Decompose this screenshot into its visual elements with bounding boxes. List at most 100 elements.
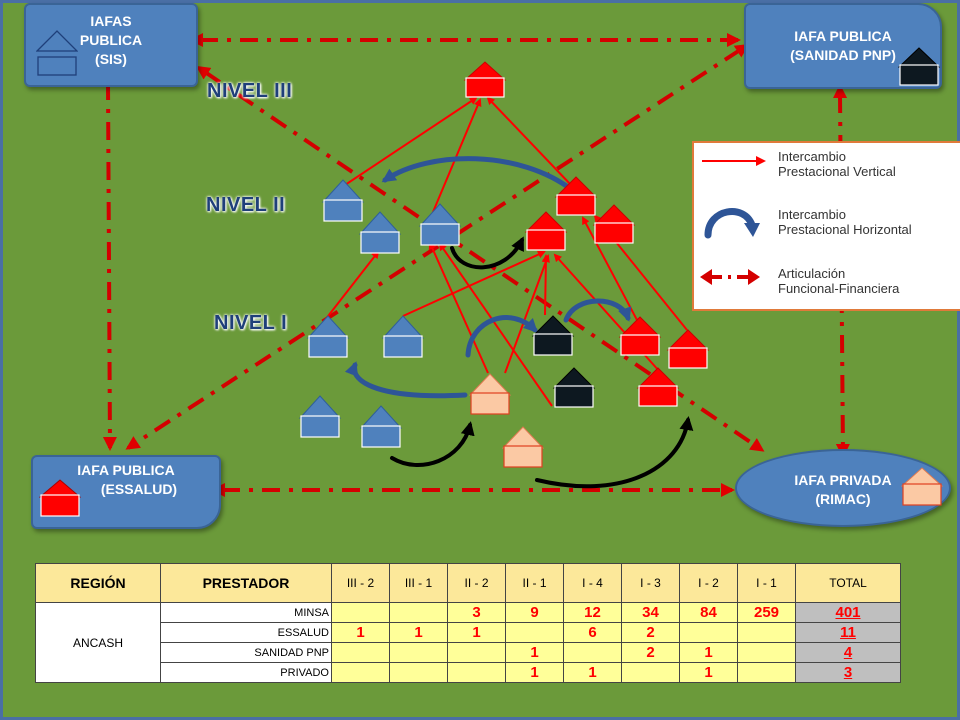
value-cell: 34 <box>621 602 680 623</box>
facility-minsa-i <box>359 405 403 448</box>
entity-rimac: IAFA PRIVADA (RIMAC) <box>735 449 951 527</box>
table-row-minsa: ANCASH MINSA 3 9 12 34 84 259 401 <box>35 602 901 683</box>
legend: Intercambio Prestacional Vertical Interc… <box>692 141 960 311</box>
vert-arrow <box>344 96 478 186</box>
header-prestador: PRESTADOR <box>160 563 332 603</box>
level-label-iii: NIVEL III <box>207 80 293 102</box>
header-ii-1: II - 1 <box>505 563 564 603</box>
legend-horizontal-label: Intercambio Prestacional Horizontal <box>778 207 912 237</box>
entity-pnp: IAFA PUBLICA (SANIDAD PNP) <box>744 3 942 89</box>
facility-essalud-i <box>636 367 680 407</box>
entity-sis-line3: (SIS) <box>95 51 127 67</box>
entity-pnp-line1: IAFA PUBLICA <box>794 28 892 44</box>
table-row-essalud: ESSALUD 1 1 1 6 2 11 <box>36 622 901 643</box>
facility-pnp-i <box>552 367 596 408</box>
black-arrow <box>390 421 475 468</box>
header-i-1: I - 1 <box>737 563 796 603</box>
legend-vertical-icon <box>702 156 766 166</box>
horiz-arrow <box>563 298 632 323</box>
value-cell <box>389 642 448 663</box>
value-cell: 1 <box>447 622 506 643</box>
value-cell <box>331 662 390 683</box>
privado-house-icon <box>901 467 943 506</box>
facility-minsa-i <box>298 395 342 438</box>
fin-arrow-sis-essalud <box>101 71 117 451</box>
header-iii-1: III - 1 <box>389 563 448 603</box>
facility-minsa-ii <box>418 203 462 246</box>
value-cell <box>737 662 796 683</box>
facility-essalud-iii <box>463 61 507 98</box>
value-cell: 1 <box>331 622 390 643</box>
value-cell: 12 <box>563 602 622 623</box>
header-i-2: I - 2 <box>679 563 738 603</box>
region-cell: ANCASH <box>35 602 161 683</box>
value-cell <box>621 662 680 683</box>
facility-minsa-ii <box>321 179 365 222</box>
facility-essalud-ii <box>554 176 598 216</box>
vert-arrow <box>324 250 380 321</box>
entity-pnp-line2: (SANIDAD PNP) <box>790 47 896 63</box>
level-label-i: NIVEL I <box>214 312 288 334</box>
total-cell: 4 <box>795 642 901 663</box>
entity-sis-line2: PUBLICA <box>79 32 143 48</box>
value-cell <box>505 622 564 643</box>
value-cell <box>737 642 796 663</box>
horiz-arrow <box>465 315 538 358</box>
entity-sis-line1: IAFAS <box>90 13 132 29</box>
value-cell: 1 <box>679 642 738 663</box>
value-cell <box>389 662 448 683</box>
header-region: REGIÓN <box>35 563 161 603</box>
header-ii-2: II - 2 <box>447 563 506 603</box>
minsa-house-icon <box>36 30 78 76</box>
vert-arrow <box>432 98 482 213</box>
value-cell <box>447 662 506 683</box>
vert-arrow <box>582 216 638 321</box>
facility-privado-i <box>501 426 545 468</box>
value-cell <box>331 602 390 623</box>
value-cell <box>679 622 738 643</box>
facilities-table: REGIÓN PRESTADOR III - 2 III - 1 II - 2 … <box>35 563 901 683</box>
level-label-ii: NIVEL II <box>206 194 286 216</box>
value-cell: 2 <box>621 622 680 643</box>
value-cell: 3 <box>447 602 506 623</box>
vert-arrow <box>541 254 550 316</box>
table-header-row: REGIÓN PRESTADOR III - 2 III - 1 II - 2 … <box>35 563 901 603</box>
header-i-4: I - 4 <box>563 563 622 603</box>
legend-vertical-line2: Prestacional Vertical <box>778 164 896 179</box>
entity-essalud: IAFA PUBLICA (ESSALUD) <box>31 455 221 529</box>
value-cell: 1 <box>563 662 622 683</box>
value-cell: 1 <box>505 662 564 683</box>
value-cell: 1 <box>505 642 564 663</box>
horiz-arrow <box>381 156 575 193</box>
facility-pnp-i <box>531 315 575 356</box>
value-cell: 84 <box>679 602 738 623</box>
legend-horizontal-line1: Intercambio <box>778 207 846 222</box>
value-cell <box>331 642 390 663</box>
table-row-pnp: SANIDAD PNP 1 2 1 4 <box>36 642 901 663</box>
value-cell <box>563 642 622 663</box>
legend-vertical-label: Intercambio Prestacional Vertical <box>778 149 896 179</box>
vert-arrow <box>402 250 546 317</box>
facility-essalud-i <box>666 329 710 369</box>
vertical-arrows <box>324 96 688 407</box>
pnp-house-icon <box>898 47 940 86</box>
horiz-arrow <box>344 361 468 399</box>
vert-arrow <box>438 242 553 407</box>
table-row-privado: PRIVADO 1 1 1 3 <box>36 662 901 683</box>
horizontal-arrows <box>344 156 632 399</box>
value-cell <box>389 602 448 623</box>
legend-vertical-line1: Intercambio <box>778 149 846 164</box>
header-total: TOTAL <box>795 563 901 603</box>
legend-financial-label: Articulación Funcional-Financiera <box>778 266 899 296</box>
prestador-cell: SANIDAD PNP <box>160 642 332 663</box>
header-i-3: I - 3 <box>621 563 680 603</box>
entity-essalud-line1: IAFA PUBLICA <box>77 462 175 478</box>
total-cell: 401 <box>795 602 901 623</box>
facility-minsa-i <box>306 315 350 358</box>
value-cell: 259 <box>737 602 796 623</box>
facility-essalud-i <box>618 316 662 356</box>
entity-essalud-line2: (ESSALUD) <box>100 481 178 497</box>
facility-minsa-ii <box>358 211 402 254</box>
value-cell <box>737 622 796 643</box>
legend-financial-line2: Funcional-Financiera <box>778 281 900 296</box>
